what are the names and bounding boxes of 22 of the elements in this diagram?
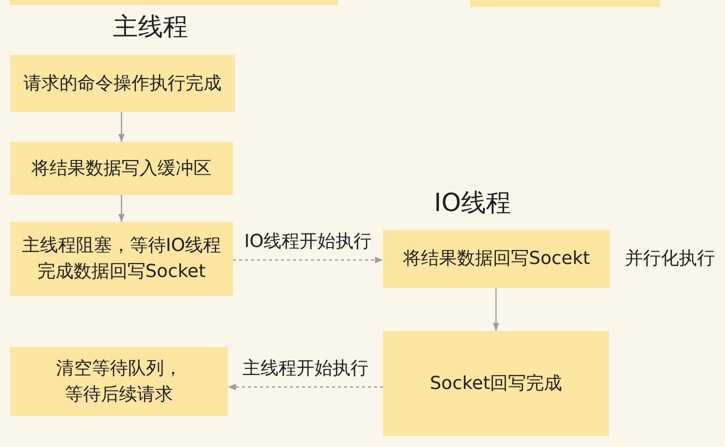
edge-label: IO线程开始执行 (243, 231, 373, 253)
step-text: Socket回写完成 (430, 372, 562, 396)
process-box (10, 347, 228, 416)
arrow (118, 112, 125, 142)
edge-label: 主线程开始执行 (242, 358, 370, 380)
side-note: 并行化执行 (625, 247, 715, 271)
dashed-arrow (228, 384, 383, 390)
arrow (118, 195, 125, 222)
dashed-arrow (233, 256, 383, 264)
process-box (10, 222, 233, 296)
process-box (10, 142, 233, 195)
arrow (492, 288, 500, 331)
lane-heading: 主线程 (113, 12, 188, 42)
step-text: 主线程阻塞，等待IO线程完成数据回写Socket (20, 234, 222, 284)
lane-heading: IO线程 (434, 188, 512, 218)
step-text: 将结果数据回写Socekt (403, 247, 590, 271)
step-text: 请求的命令操作执行完成 (24, 72, 222, 96)
process-box (383, 230, 610, 288)
process-box (10, 55, 235, 112)
process-box (383, 331, 609, 436)
step-text: 清空等待队列，等待后续请求 (55, 356, 183, 406)
step-text: 将结果数据写入缓冲区 (32, 156, 212, 180)
